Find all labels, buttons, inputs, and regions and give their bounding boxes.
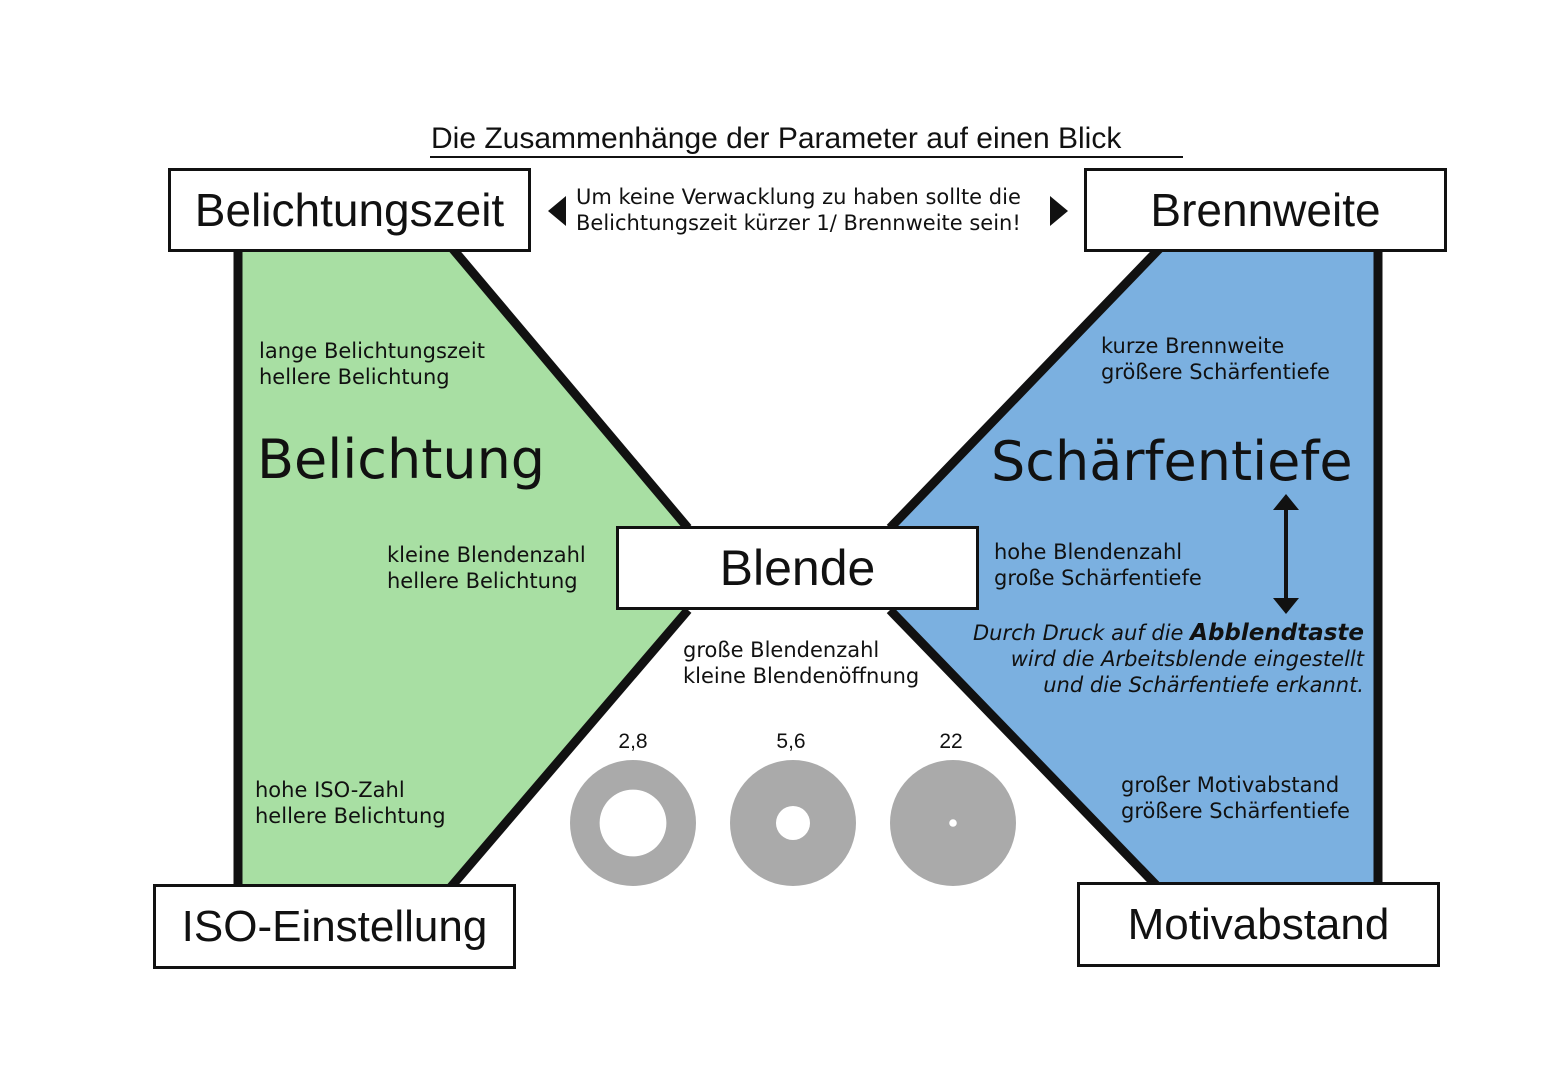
motivabstand-label: Motivabstand bbox=[1127, 899, 1390, 949]
aperture-label-22: 22 bbox=[939, 730, 963, 753]
left-bottom-note-line-2: hellere Belichtung bbox=[255, 804, 446, 828]
right-bottom-note-line-1: großer Motivabstand bbox=[1121, 773, 1340, 797]
top-note-line-2: Belichtungszeit kürzer 1/ Brennweite sei… bbox=[576, 211, 1021, 235]
aperture-opening-2 bbox=[775, 805, 811, 841]
abblend-note-prefix: Durch Druck auf die bbox=[972, 621, 1191, 645]
aperture-label-5-6: 5,6 bbox=[776, 730, 806, 753]
diagonal-top-left bbox=[448, 245, 692, 531]
left-mid-note: kleine Blendenzahl hellere Belichtung bbox=[387, 542, 586, 594]
top-note-line-1: Um keine Verwacklung zu haben sollte die bbox=[576, 185, 1021, 209]
center-note: große Blendenzahl kleine Blendenöffnung bbox=[683, 637, 919, 689]
abblend-note-bold: Abblendtaste bbox=[1190, 620, 1364, 646]
diagonal-top-right bbox=[886, 244, 1164, 532]
left-top-note-line-2: hellere Belichtung bbox=[259, 365, 450, 389]
blende-box: Blende bbox=[616, 526, 979, 610]
center-note-line-2: kleine Blendenöffnung bbox=[683, 664, 920, 688]
abblend-note-line-3: und die Schärfentiefe erkannt. bbox=[1043, 673, 1364, 697]
left-bottom-note: hohe ISO-Zahl hellere Belichtung bbox=[255, 777, 446, 829]
belichtungszeit-label: Belichtungszeit bbox=[194, 184, 505, 236]
aperture-opening-1 bbox=[599, 789, 667, 857]
abblend-note-line-1: Durch Druck auf die Abblendtaste bbox=[973, 620, 1364, 646]
right-mid-note-line-2: große Schärfentiefe bbox=[994, 566, 1202, 590]
top-note: Um keine Verwacklung zu haben sollte die… bbox=[576, 184, 1021, 236]
aperture-label-2-8: 2,8 bbox=[618, 730, 648, 753]
left-bottom-note-line-1: hohe ISO-Zahl bbox=[255, 778, 405, 802]
left-top-note: lange Belichtungszeit hellere Belichtung bbox=[259, 338, 485, 390]
right-bottom-note-line-2: größere Schärfentiefe bbox=[1121, 799, 1350, 823]
motivabstand-box: Motivabstand bbox=[1077, 882, 1440, 967]
brennweite-box: Brennweite bbox=[1084, 168, 1447, 252]
right-top-note: kurze Brennweite größere Schärfentiefe bbox=[1101, 333, 1330, 385]
schaerfentiefe-heading: Schärfentiefe bbox=[991, 430, 1353, 493]
belichtungszeit-box: Belichtungszeit bbox=[168, 168, 531, 252]
double-arrow-down-icon bbox=[1273, 598, 1299, 614]
left-mid-note-line-1: kleine Blendenzahl bbox=[387, 543, 586, 567]
center-note-line-1: große Blendenzahl bbox=[683, 638, 880, 662]
iso-box: ISO-Einstellung bbox=[153, 884, 516, 969]
abblend-note-line-2: wird die Arbeitsblende eingestellt bbox=[1010, 647, 1364, 671]
arrow-left-icon bbox=[548, 196, 566, 226]
abblend-note: Durch Druck auf die Abblendtaste wird di… bbox=[973, 620, 1364, 698]
aperture-group bbox=[570, 760, 1016, 886]
right-top-note-line-1: kurze Brennweite bbox=[1101, 334, 1285, 358]
belichtung-panel bbox=[238, 250, 688, 886]
double-arrow-up-icon bbox=[1273, 494, 1299, 510]
arrow-right-icon bbox=[1050, 196, 1068, 226]
right-top-note-line-2: größere Schärfentiefe bbox=[1101, 360, 1330, 384]
left-mid-note-line-2: hellere Belichtung bbox=[387, 569, 578, 593]
right-bottom-note: großer Motivabstand größere Schärfentief… bbox=[1121, 772, 1350, 824]
brennweite-label: Brennweite bbox=[1150, 184, 1381, 236]
blende-label: Blende bbox=[719, 540, 876, 596]
diagonal-bottom-right bbox=[886, 606, 1161, 890]
schaerfentiefe-panel bbox=[892, 250, 1378, 886]
page-title: Die Zusammenhänge der Parameter auf eine… bbox=[431, 122, 1122, 155]
right-mid-note: hohe Blendenzahl große Schärfentiefe bbox=[994, 539, 1202, 591]
aperture-opening-3 bbox=[949, 819, 957, 827]
iso-label: ISO-Einstellung bbox=[181, 901, 488, 951]
left-top-note-line-1: lange Belichtungszeit bbox=[259, 339, 485, 363]
diagonal-bottom-left bbox=[446, 607, 692, 891]
belichtung-heading: Belichtung bbox=[257, 428, 546, 491]
right-mid-note-line-1: hohe Blendenzahl bbox=[994, 540, 1183, 564]
